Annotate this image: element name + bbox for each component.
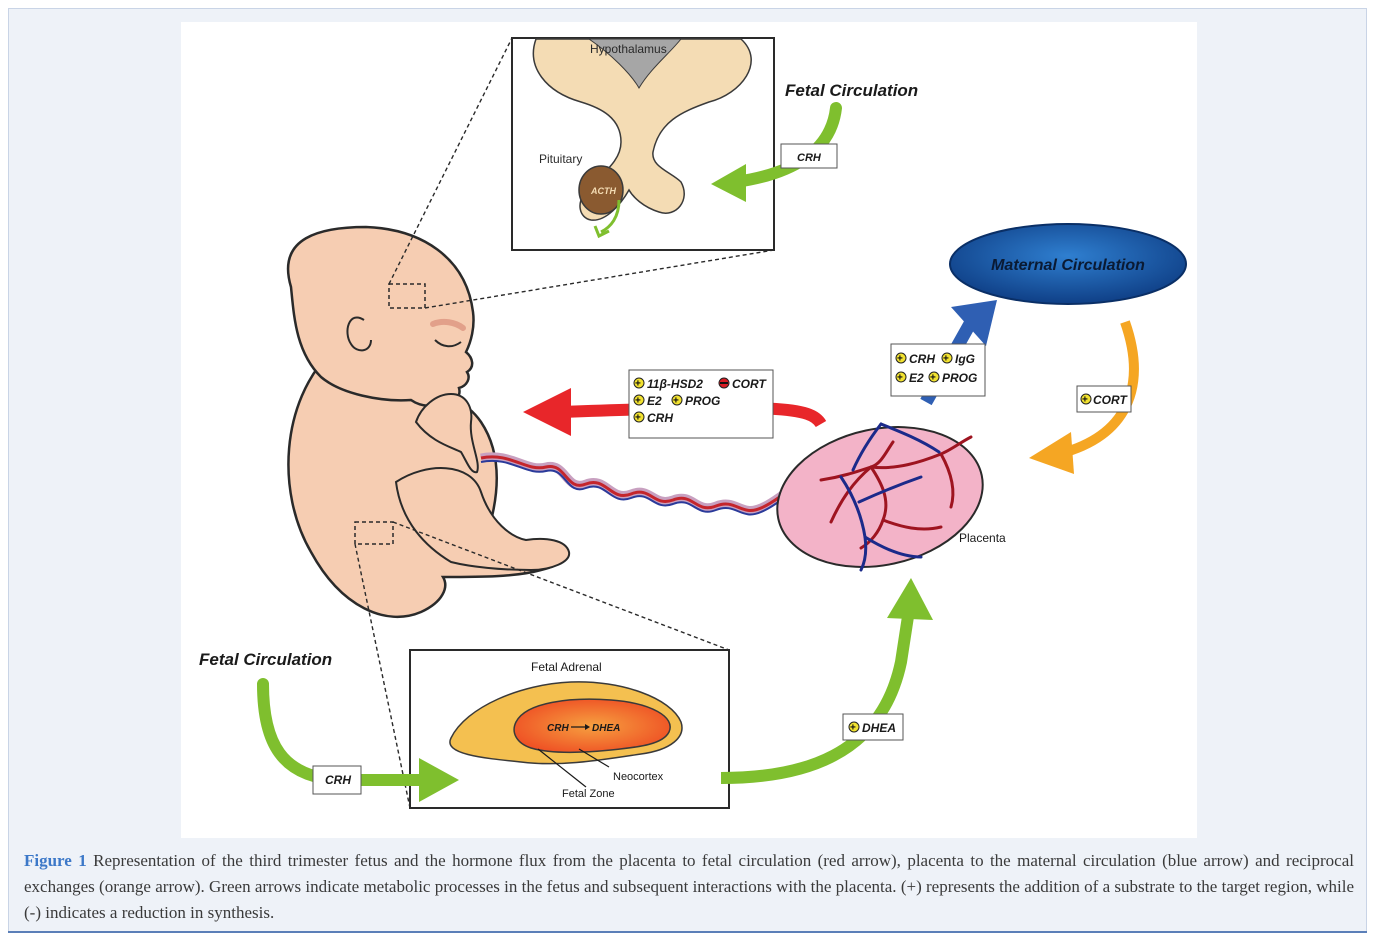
svg-text:+: + <box>673 396 679 407</box>
figure-caption-label: Figure 1 <box>24 851 87 870</box>
pm-igg: IgG <box>955 352 975 366</box>
pf-e2: E2 <box>647 394 662 408</box>
umbilical-cord <box>481 457 821 515</box>
adrenal-crh: CRH <box>547 723 569 734</box>
svg-text:+: + <box>850 723 856 734</box>
fetus-illustration <box>288 227 569 617</box>
figure-caption-text: Representation of the third trimester fe… <box>24 851 1354 922</box>
maternal-circulation: Maternal Circulation <box>950 224 1186 304</box>
svg-text:+: + <box>930 373 936 384</box>
svg-text:+: + <box>897 373 903 384</box>
fetal-circulation-top-label: Fetal Circulation <box>785 81 918 100</box>
pm-crh: CRH <box>909 352 935 366</box>
adrenal-title: Fetal Adrenal <box>531 660 602 674</box>
svg-text:+: + <box>897 354 903 365</box>
diagram-panel: Hypothalamus Pituitary ACTH Fetal Circul… <box>181 22 1197 838</box>
placenta-to-fetus-box: + 11β-HSD2 CORT + E2 + PROG + CRH <box>629 370 773 438</box>
svg-text:+: + <box>635 413 641 424</box>
pm-e2: E2 <box>909 371 924 385</box>
figure-bottom-rule <box>8 931 1367 933</box>
pituitary-label: Pituitary <box>539 152 582 166</box>
figure-caption: Figure 1 Representation of the third tri… <box>24 848 1354 926</box>
adrenal-dhea: DHEA <box>592 723 620 734</box>
fetal-zone-label: Fetal Zone <box>562 788 615 800</box>
placenta-label: Placenta <box>959 531 1006 545</box>
hypothalamus-label: Hypothalamus <box>590 42 667 56</box>
adrenal-inset: Fetal Adrenal CRH DHEA Neocortex Fetal Z… <box>410 650 729 808</box>
placenta: Placenta <box>764 409 1006 585</box>
crh-top-label: CRH <box>797 152 822 164</box>
placenta-disc <box>764 409 996 585</box>
acth-label: ACTH <box>590 186 616 196</box>
svg-text:+: + <box>635 396 641 407</box>
diagram: Hypothalamus Pituitary ACTH Fetal Circul… <box>181 22 1197 838</box>
pf-hsd2: 11β-HSD2 <box>647 377 703 391</box>
svg-text:+: + <box>943 354 949 365</box>
pf-prog: PROG <box>685 394 720 408</box>
crh-bottom-label: CRH <box>325 773 351 787</box>
placenta-to-maternal-box: + CRH + IgG + E2 + PROG <box>891 344 985 396</box>
pm-prog: PROG <box>942 371 977 385</box>
orange-arrow: + CORT <box>1029 322 1134 474</box>
brain-inset: Hypothalamus Pituitary ACTH <box>512 38 774 250</box>
maternal-circulation-label: Maternal Circulation <box>991 257 1145 274</box>
fetal-circulation-bottom-label: Fetal Circulation <box>199 650 332 669</box>
pf-cort: CORT <box>732 377 767 391</box>
svg-text:+: + <box>1082 395 1088 406</box>
svg-text:+: + <box>635 379 641 390</box>
pf-crh: CRH <box>647 411 673 425</box>
neocortex-label: Neocortex <box>613 771 664 783</box>
cort-maternal-label: CORT <box>1093 393 1128 407</box>
green-arrow-bottom-right: + DHEA <box>721 578 933 778</box>
dhea-label: DHEA <box>862 721 896 735</box>
